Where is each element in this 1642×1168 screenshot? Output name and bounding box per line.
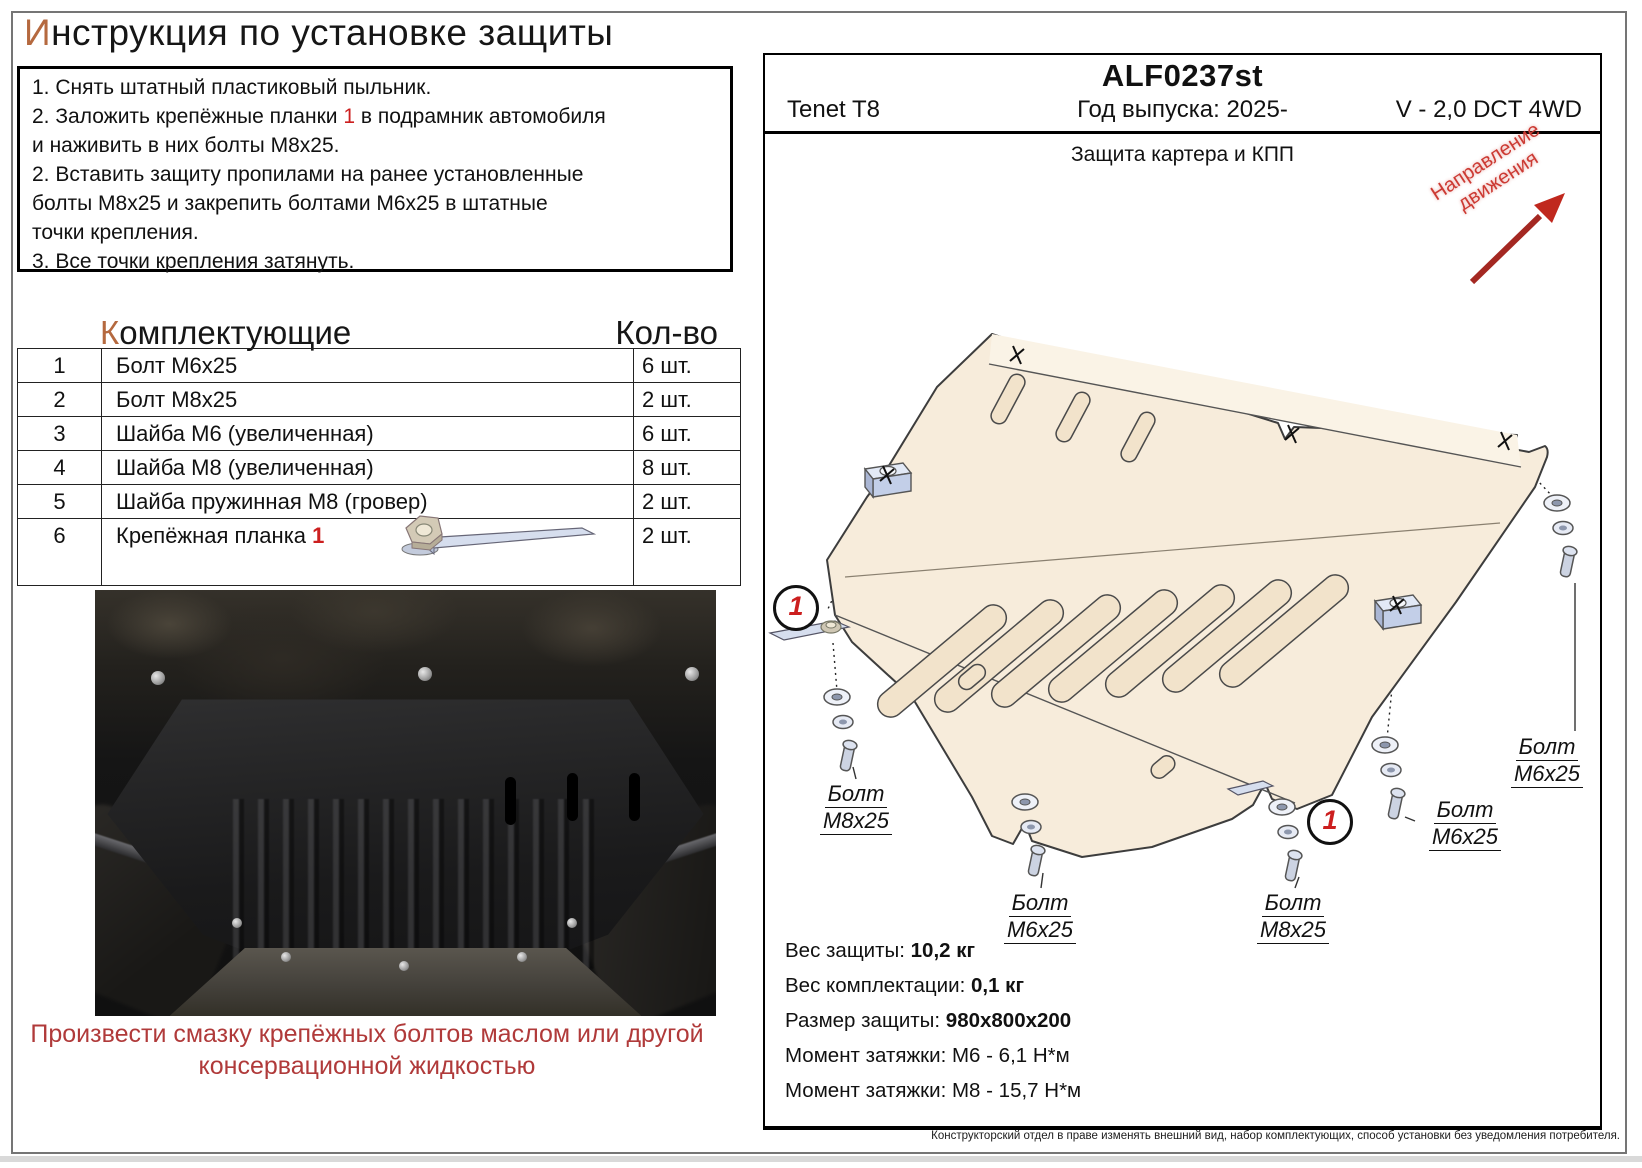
direction-arrow <box>1469 193 1565 285</box>
page-title: Инструкция по установке защиты <box>24 12 613 54</box>
part-number: ALF0237st <box>1101 58 1264 93</box>
callout-bolt-m6x25-bottom-left: Болт М6х25 <box>985 890 1095 944</box>
bolt-stack-m8-left <box>823 688 859 773</box>
photo-bolt-head <box>684 666 699 681</box>
engine-variant: V - 2,0 DCT 4WD <box>1395 96 1582 123</box>
ventilation-slots-short <box>957 373 1176 779</box>
strap-left <box>768 620 852 641</box>
installation-instructions: 1. Снять штатный пластиковый пыльник. 2.… <box>17 66 733 273</box>
ref-circle-1-right: 1 <box>1307 799 1353 845</box>
mounting-clip-right <box>1373 594 1423 631</box>
instruction-line: 1. Снять штатный пластиковый пыльник. <box>32 76 432 99</box>
callout-bolt-m6x25-right: Болт М6х25 <box>1410 797 1520 851</box>
photo-plate-slot <box>504 777 516 826</box>
photo-bolt-head <box>281 952 292 963</box>
instruction-line: 3. Все точки крепления затянуть. <box>32 250 355 273</box>
title-rest: нструкция по установке защиты <box>51 12 614 53</box>
spec-row: Размер защиты: 980х800х200 <box>785 1009 1072 1032</box>
photo-caption: Произвести смазку крепёжных болтов масло… <box>30 1020 704 1080</box>
ref-number-red: 1 <box>312 523 325 548</box>
page-border <box>11 11 1627 1154</box>
callout-bolt-m8x25-left: Болт М8х25 <box>801 781 911 835</box>
bolt-stack-m6-right <box>1371 736 1407 821</box>
skid-plate-body <box>826 333 1549 858</box>
instruction-line: 2. Вставить защиту пропилами на ранее ус… <box>32 163 584 186</box>
label-leader-lines <box>852 583 1576 889</box>
spec-row: Момент затяжки: М6 - 6,1 Н*м <box>785 1044 1070 1067</box>
spec-row: Вес комплектации: 0,1 кг <box>785 974 1024 997</box>
callout-bolt-m8x25-bottom-right: Болт М8х25 <box>1238 890 1348 944</box>
photo-plate-ribs <box>219 798 605 970</box>
mounting-clip-left <box>863 462 913 499</box>
instruction-line: точки крепления. <box>32 221 199 244</box>
strap-bottom-right <box>1226 780 1275 796</box>
drawing-subtitle: Защита картера и КПП <box>1070 143 1295 166</box>
x-marks <box>879 345 1513 615</box>
photo-bolt-head <box>417 666 432 681</box>
spec-row: Момент затяжки: М8 - 15,7 Н*м <box>785 1079 1082 1102</box>
skid-plate-technical-drawing <box>768 193 1579 889</box>
photo-bolt-head <box>231 918 242 929</box>
spec-row: Вес защиты: 10,2 кг <box>785 939 976 962</box>
photo-plate-slot <box>566 773 578 822</box>
callout-bolt-m6x25-far-right: Болт М6х25 <box>1497 734 1597 788</box>
instruction-line: болты М8х25 и закрепить болтами М6х25 в … <box>32 192 548 215</box>
ref-number-red: 1 <box>343 105 356 128</box>
header-divider <box>765 131 1600 134</box>
photo-bolt-head <box>399 960 410 971</box>
ref-circle-1-left: 1 <box>773 585 819 631</box>
photo-bolt-head <box>517 952 528 963</box>
specs-block: Вес защиты: 10,2 кг Вес комплектации: 0,… <box>785 933 1081 1108</box>
drawing-panel: ALF0237st Tenet T8 Год выпуска: 2025- V … <box>763 53 1602 1130</box>
design-department-disclaimer: Конструкторский отдел в праве изменять в… <box>931 1130 1620 1142</box>
page-bottom-edge <box>0 1156 1642 1162</box>
bolt-stack-m6-top-right <box>1543 494 1579 579</box>
bolt-stack-m8-bottom-right <box>1268 798 1304 883</box>
photo-bolt-head <box>566 918 577 929</box>
parts-table-title: Комплектующие <box>100 314 352 351</box>
photo-plate-slot <box>629 773 641 822</box>
mounting-strap-illustration <box>401 515 597 556</box>
title-accent-letter: И <box>24 12 52 53</box>
installed-plate-photo <box>95 590 716 1016</box>
vehicle-model: Tenet T8 <box>787 96 880 123</box>
photo-bolt-head <box>150 670 165 685</box>
parts-qty-header: Кол-во <box>615 314 718 351</box>
photo-lower-plate <box>169 947 642 1016</box>
production-year: Год выпуска: 2025- <box>1077 96 1288 123</box>
instruction-line: 2. Заложить крепёжные планки 1 в подрамн… <box>32 105 606 128</box>
instruction-line: и наживить в них болты М8х25. <box>32 134 340 157</box>
